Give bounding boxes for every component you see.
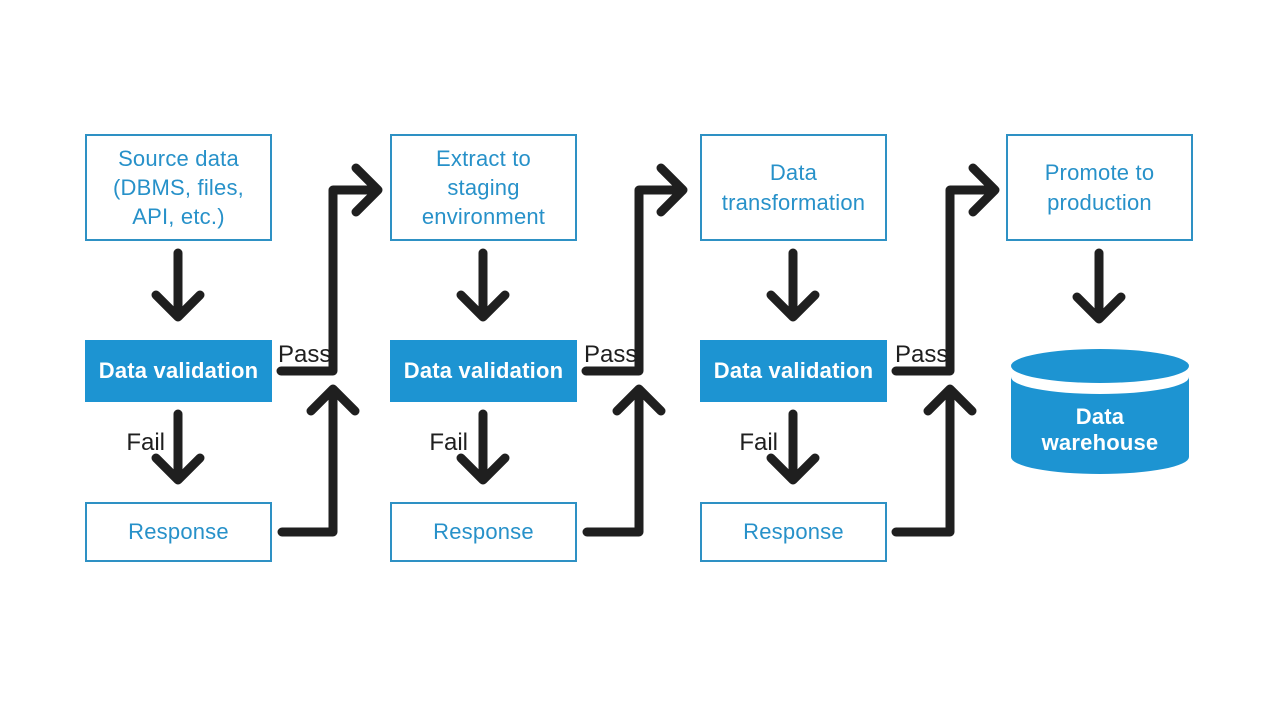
fail-label-2: Fail: [429, 429, 468, 456]
arrow-pass-2-icon: [581, 163, 688, 376]
arrow-response-loop-3-icon: [891, 384, 977, 537]
arrow-staging-to-validation-icon: [456, 248, 510, 322]
arrow-response-loop-1-icon: [277, 384, 360, 537]
data-validation-box-2: Data validation: [390, 340, 577, 402]
fail-label-1: Fail: [126, 429, 165, 456]
pass-label-2: Pass: [584, 341, 638, 368]
arrow-fail-validation-to-response-1-icon: [151, 409, 205, 485]
pass-label-3: Pass: [895, 341, 949, 368]
data-warehouse-label: Data warehouse: [1041, 404, 1159, 455]
arrow-response-loop-2-icon: [582, 384, 666, 537]
arrow-production-to-warehouse-icon: [1072, 248, 1126, 324]
arrow-transformation-to-validation-icon: [766, 248, 820, 322]
database-cylinder-icon: [1011, 349, 1189, 474]
promote-production-box: Promote to production: [1006, 134, 1193, 241]
data-validation-box-1: Data validation: [85, 340, 272, 402]
fail-label-3: Fail: [739, 429, 778, 456]
response-box-1: Response: [85, 502, 272, 562]
response-box-3: Response: [700, 502, 887, 562]
arrow-fail-validation-to-response-3-icon: [766, 409, 820, 485]
arrow-pass-3-icon: [891, 163, 1000, 376]
pass-label-1: Pass: [278, 341, 332, 368]
arrow-source-to-validation-icon: [151, 248, 205, 322]
extract-staging-box: Extract to staging environment: [390, 134, 577, 241]
data-validation-box-3: Data validation: [700, 340, 887, 402]
arrow-pass-1-icon: [276, 163, 383, 376]
source-data-box: Source data (DBMS, files, API, etc.): [85, 134, 272, 241]
response-box-2: Response: [390, 502, 577, 562]
data-transformation-box: Data transformation: [700, 134, 887, 241]
arrow-fail-validation-to-response-2-icon: [456, 409, 510, 485]
